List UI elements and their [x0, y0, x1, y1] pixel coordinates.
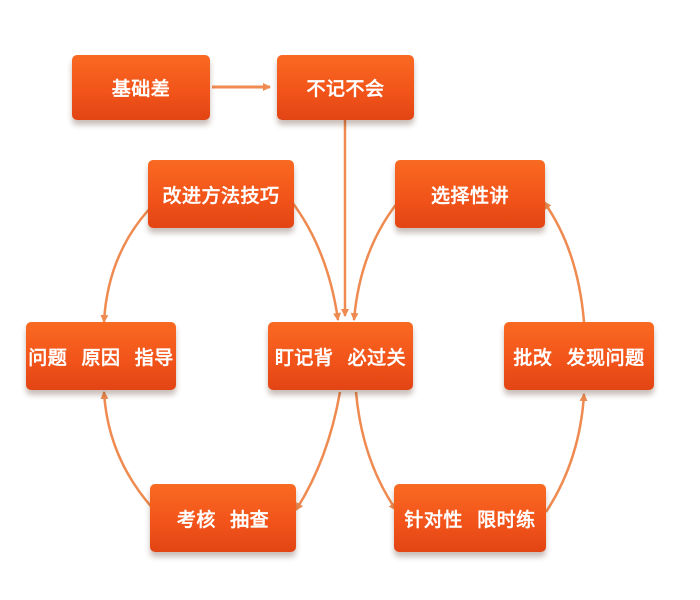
- loop-left-lower-right: [294, 391, 342, 511]
- loop-right-upper-right: [542, 201, 586, 323]
- node-zhendui: 针对性 限时练: [394, 484, 546, 552]
- loop-left-upper-left: [100, 201, 157, 323]
- node-kaohe: 考核 抽查: [150, 484, 296, 552]
- loop-left-lower-left: [100, 391, 157, 513]
- node-wenti: 问题 原因 指导: [26, 322, 176, 390]
- loop-right-lower-right: [544, 393, 588, 513]
- loop-right-upper-left: [350, 201, 399, 321]
- node-jichucha: 基础差: [72, 55, 210, 120]
- node-xuanze: 选择性讲: [395, 160, 545, 228]
- loop-left-upper-right: [290, 201, 341, 321]
- node-bujibuhui: 不记不会: [277, 55, 414, 120]
- node-dingji: 盯记背 必过关: [268, 322, 413, 390]
- loop-right-lower-left: [354, 391, 398, 511]
- node-gaijin: 改进方法技巧: [148, 160, 294, 228]
- node-pigai: 批改 发现问题: [504, 322, 654, 390]
